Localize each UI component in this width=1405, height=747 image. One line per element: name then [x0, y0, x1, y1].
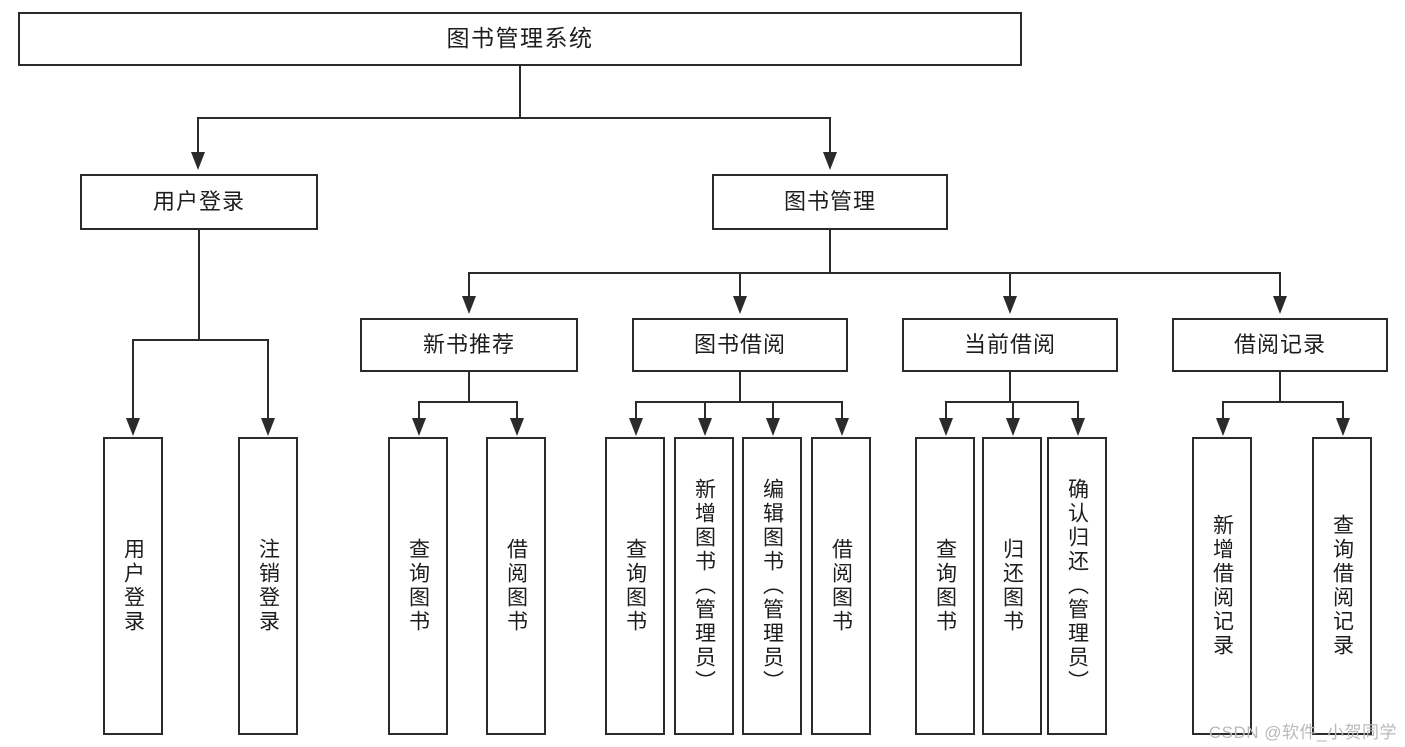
edge-root-stem [519, 66, 521, 118]
node-label: 编辑图书（管理员） [760, 478, 784, 694]
edge-br-drop-2 [1342, 401, 1344, 419]
edge-bb-drop-1 [635, 401, 637, 419]
edge-user-login-stem [198, 230, 200, 340]
edge-cb-stem [1009, 372, 1011, 402]
edge-bm-drop-4 [1279, 272, 1281, 297]
edge-nbr-drop-2 [516, 401, 518, 419]
leaf-bb-add-book-admin[interactable]: 新增图书（管理员） [674, 437, 734, 735]
edge-bm-drop-2 [739, 272, 741, 297]
node-label: 图书借阅 [693, 331, 786, 357]
edge-br-drop-1 [1222, 401, 1224, 419]
edge-book-management-stem [829, 230, 831, 273]
leaf-logout[interactable]: 注销登录 [238, 437, 298, 735]
edge-root-to-book-management [829, 117, 831, 153]
edge-bb-drop-4 [841, 401, 843, 419]
arrow-to-borrow-record [1273, 296, 1287, 314]
node-label: 注销登录 [256, 538, 280, 634]
node-label: 借阅图书 [829, 538, 853, 634]
arrow-to-book-management [823, 152, 837, 170]
leaf-nbr-borrow-book[interactable]: 借阅图书 [486, 437, 546, 735]
edge-user-login-drop-1 [132, 339, 134, 419]
node-label: 用户登录 [121, 538, 145, 634]
edge-bb-drop-2 [704, 401, 706, 419]
leaf-user-login[interactable]: 用户登录 [103, 437, 163, 735]
node-label: 新增图书（管理员） [692, 478, 716, 694]
edge-br-stem [1279, 372, 1281, 402]
node-new-book-recommend[interactable]: 新书推荐 [360, 318, 578, 372]
leaf-bb-query-book[interactable]: 查询图书 [605, 437, 665, 735]
leaf-bb-borrow-book[interactable]: 借阅图书 [811, 437, 871, 735]
node-root-book-management-system[interactable]: 图书管理系统 [18, 12, 1022, 66]
edge-bm-drop-1 [468, 272, 470, 297]
edge-cb-drop-3 [1077, 401, 1079, 419]
node-book-management[interactable]: 图书管理 [712, 174, 948, 230]
edge-cb-drop-1 [945, 401, 947, 419]
node-label: 查询图书 [406, 538, 430, 634]
edge-book-management-bar [468, 272, 1280, 274]
arrow-bb-leaf-2 [698, 418, 712, 436]
edge-nbr-drop-1 [418, 401, 420, 419]
arrow-bb-leaf-3 [766, 418, 780, 436]
node-label: 查询图书 [933, 538, 957, 634]
edge-nbr-bar [418, 401, 518, 403]
edge-root-bar [197, 117, 831, 119]
edge-bb-bar [635, 401, 843, 403]
node-label: 借阅记录 [1233, 331, 1326, 357]
node-book-borrow[interactable]: 图书借阅 [632, 318, 848, 372]
node-label: 归还图书 [1000, 538, 1024, 634]
node-current-borrow[interactable]: 当前借阅 [902, 318, 1118, 372]
arrow-nbr-leaf-1 [412, 418, 426, 436]
leaf-br-add-record[interactable]: 新增借阅记录 [1192, 437, 1252, 735]
leaf-cb-confirm-return-admin[interactable]: 确认归还（管理员） [1047, 437, 1107, 735]
arrow-to-leaf-user-login [126, 418, 140, 436]
node-label: 新增借阅记录 [1210, 514, 1234, 658]
arrow-cb-leaf-2 [1006, 418, 1020, 436]
edge-bb-stem [739, 372, 741, 402]
leaf-nbr-query-book[interactable]: 查询图书 [388, 437, 448, 735]
leaf-br-query-record[interactable]: 查询借阅记录 [1312, 437, 1372, 735]
node-label: 当前借阅 [963, 331, 1056, 357]
leaf-bb-edit-book-admin[interactable]: 编辑图书（管理员） [742, 437, 802, 735]
arrow-to-user-login [191, 152, 205, 170]
edge-bb-drop-3 [772, 401, 774, 419]
edge-bm-drop-3 [1009, 272, 1011, 297]
csdn-watermark: CSDN @软件_小贺同学 [1208, 723, 1397, 742]
arrow-cb-leaf-3 [1071, 418, 1085, 436]
node-label: 新书推荐 [422, 331, 515, 357]
node-label: 借阅图书 [504, 538, 528, 634]
edge-cb-drop-2 [1012, 401, 1014, 419]
node-label: 用户登录 [152, 188, 245, 214]
arrow-bb-leaf-4 [835, 418, 849, 436]
leaf-cb-query-book[interactable]: 查询图书 [915, 437, 975, 735]
node-label: 确认归还（管理员） [1065, 478, 1089, 694]
node-user-login[interactable]: 用户登录 [80, 174, 318, 230]
node-label: 图书管理 [783, 188, 876, 214]
arrow-to-new-book-recommend [462, 296, 476, 314]
edge-user-login-drop-2 [267, 339, 269, 419]
node-label: 图书管理系统 [446, 25, 594, 52]
arrow-nbr-leaf-2 [510, 418, 524, 436]
node-label: 查询图书 [623, 538, 647, 634]
arrow-bb-leaf-1 [629, 418, 643, 436]
arrow-br-leaf-2 [1336, 418, 1350, 436]
edge-root-to-user-login [197, 117, 199, 153]
arrow-to-leaf-logout [261, 418, 275, 436]
node-borrow-record[interactable]: 借阅记录 [1172, 318, 1388, 372]
edge-br-bar [1222, 401, 1344, 403]
edge-nbr-stem [468, 372, 470, 402]
arrow-to-current-borrow [1003, 296, 1017, 314]
edge-user-login-bar [132, 339, 268, 341]
arrow-br-leaf-1 [1216, 418, 1230, 436]
leaf-cb-return-book[interactable]: 归还图书 [982, 437, 1042, 735]
arrow-to-book-borrow [733, 296, 747, 314]
node-label: 查询借阅记录 [1330, 514, 1354, 658]
arrow-cb-leaf-1 [939, 418, 953, 436]
